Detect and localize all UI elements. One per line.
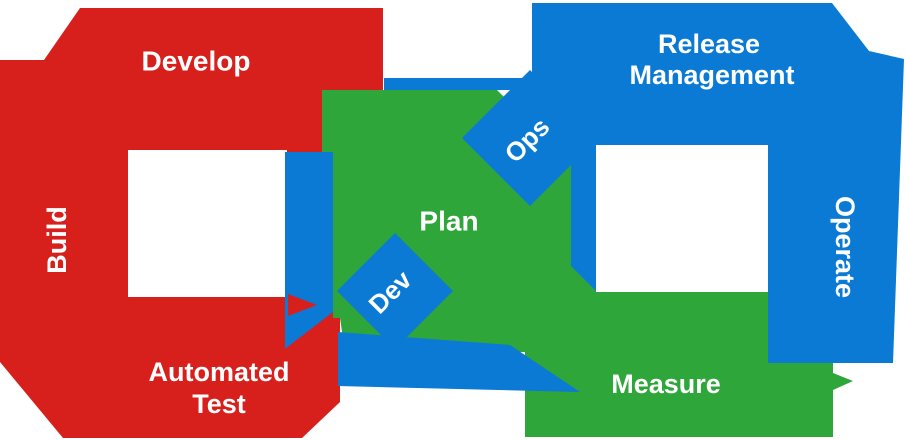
red-arrow-tip (288, 294, 317, 316)
measure-label: Measure (611, 369, 721, 399)
dev-ribbon-bottom-band (338, 332, 580, 392)
automated-test-label-line1: Automated (149, 357, 290, 387)
release-management-label-line1: Release (658, 29, 760, 59)
plan-label: Plan (419, 206, 478, 237)
release-management-label-line2: Management (629, 60, 794, 90)
ops-ribbon-diamond (462, 70, 598, 206)
blue-loop-band (532, 3, 904, 363)
build-label: Build (42, 206, 72, 274)
automated-test-label-line2: Test (192, 389, 246, 419)
operate-label: Operate (830, 196, 860, 298)
develop-label: Develop (142, 46, 251, 77)
dev-ribbon-diamond (337, 233, 453, 349)
ops-ribbon-strip (384, 78, 535, 90)
